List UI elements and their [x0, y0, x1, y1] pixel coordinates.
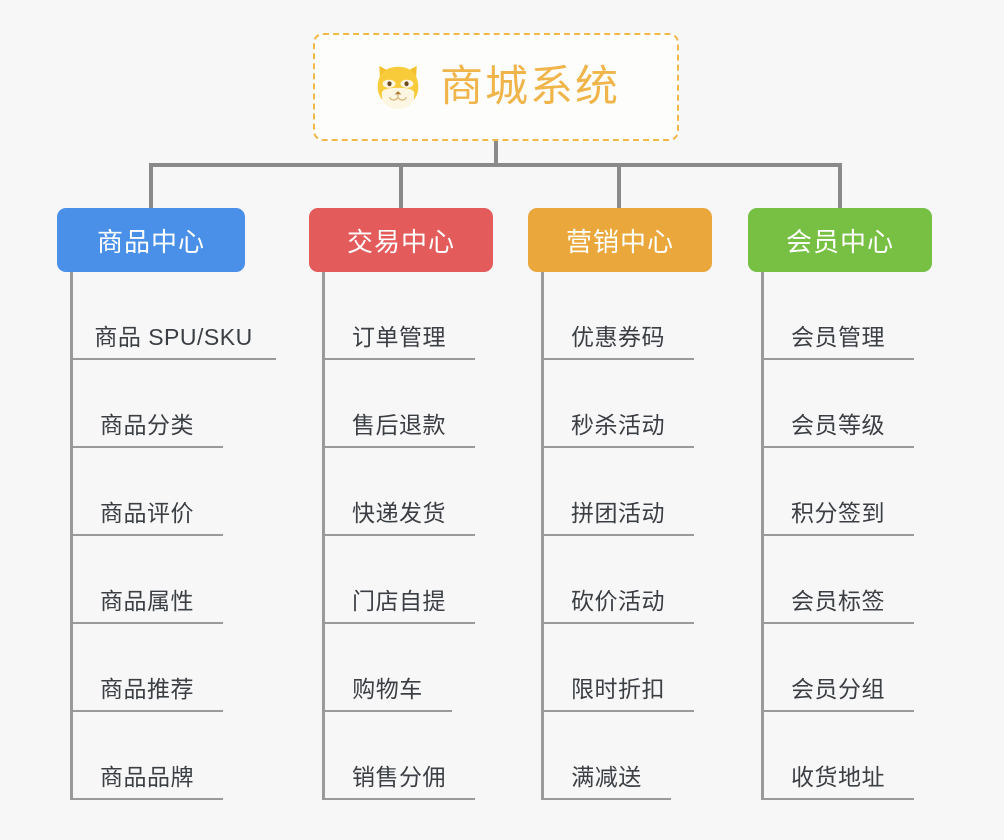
- root-stem-connector: [494, 141, 498, 165]
- leaf-node[interactable]: 商品评价: [71, 448, 223, 536]
- leaf-label: 拼团活动: [571, 500, 665, 526]
- leaf-label: 砍价活动: [571, 588, 665, 614]
- leaf-label: 满减送: [571, 764, 642, 790]
- leaf-label: 商品属性: [100, 588, 194, 614]
- leaf-node[interactable]: 购物车: [323, 624, 452, 712]
- leaf-label: 限时折扣: [571, 676, 665, 702]
- branch-trunk-line: [541, 272, 544, 800]
- leaf-label: 销售分佣: [352, 764, 446, 790]
- leaf-label: 订单管理: [352, 324, 446, 350]
- leaf-node[interactable]: 订单管理: [323, 272, 475, 360]
- branch-trunk-line: [70, 272, 73, 800]
- branch-drop-connector-3: [617, 163, 621, 209]
- branch-header-label: 会员中心: [785, 226, 894, 257]
- branch-header-marketing-center[interactable]: 营销中心: [528, 208, 712, 272]
- leaf-node[interactable]: 商品推荐: [71, 624, 223, 712]
- leaf-node[interactable]: 快递发货: [323, 448, 475, 536]
- leaf-node[interactable]: 限时折扣: [542, 624, 694, 712]
- branch-header-trade-center[interactable]: 交易中心: [309, 208, 493, 272]
- leaf-label: 会员分组: [791, 676, 885, 702]
- branch-header-label: 商品中心: [96, 226, 205, 257]
- leaf-node[interactable]: 商品 SPU/SKU: [71, 272, 276, 360]
- leaf-label: 售后退款: [352, 412, 446, 438]
- leaf-label: 购物车: [352, 676, 423, 702]
- leaf-node[interactable]: 会员等级: [762, 360, 914, 448]
- leaf-label: 商品推荐: [100, 676, 194, 702]
- leaf-label: 商品 SPU/SKU: [94, 324, 253, 350]
- leaf-label: 积分签到: [791, 500, 885, 526]
- leaf-node[interactable]: 会员管理: [762, 272, 914, 360]
- branch-header-label: 交易中心: [346, 226, 455, 257]
- leaf-node[interactable]: 商品品牌: [71, 712, 223, 800]
- branch-header-member-center[interactable]: 会员中心: [748, 208, 932, 272]
- branch-drop-connector-2: [399, 163, 403, 209]
- shiba-dog-face-icon: [377, 65, 419, 109]
- leaf-node[interactable]: 会员分组: [762, 624, 914, 712]
- leaf-node[interactable]: 满减送: [542, 712, 671, 800]
- leaf-label: 商品分类: [100, 412, 194, 438]
- leaf-label: 门店自提: [352, 588, 446, 614]
- leaf-node[interactable]: 商品属性: [71, 536, 223, 624]
- branch-drop-connector-1: [149, 163, 153, 209]
- leaf-label: 会员等级: [791, 412, 885, 438]
- leaf-label: 会员管理: [791, 324, 885, 350]
- leaf-node[interactable]: 收货地址: [762, 712, 914, 800]
- leaf-node[interactable]: 门店自提: [323, 536, 475, 624]
- leaf-node[interactable]: 拼团活动: [542, 448, 694, 536]
- leaf-node[interactable]: 砍价活动: [542, 536, 694, 624]
- leaf-node[interactable]: 会员标签: [762, 536, 914, 624]
- leaf-label: 收货地址: [791, 764, 885, 790]
- leaf-label: 商品评价: [100, 500, 194, 526]
- leaf-label: 会员标签: [791, 588, 885, 614]
- leaf-label: 优惠券码: [571, 324, 665, 350]
- leaf-node[interactable]: 优惠券码: [542, 272, 694, 360]
- branch-header-label: 营销中心: [565, 226, 674, 257]
- branch-drop-connector-4: [838, 163, 842, 209]
- bus-connector: [149, 163, 842, 167]
- leaf-node[interactable]: 积分签到: [762, 448, 914, 536]
- leaf-label: 秒杀活动: [571, 412, 665, 438]
- leaf-label: 快递发货: [352, 500, 446, 526]
- leaf-node[interactable]: 销售分佣: [323, 712, 475, 800]
- branch-header-product-center[interactable]: 商品中心: [57, 208, 245, 272]
- leaf-node[interactable]: 秒杀活动: [542, 360, 694, 448]
- branch-trunk-line: [322, 272, 325, 800]
- leaf-label: 商品品牌: [100, 764, 194, 790]
- root-node[interactable]: 商城系统: [313, 33, 679, 141]
- leaf-node[interactable]: 商品分类: [71, 360, 223, 448]
- leaf-node[interactable]: 售后退款: [323, 360, 475, 448]
- branch-trunk-line: [761, 272, 764, 800]
- root-title: 商城系统: [440, 62, 620, 111]
